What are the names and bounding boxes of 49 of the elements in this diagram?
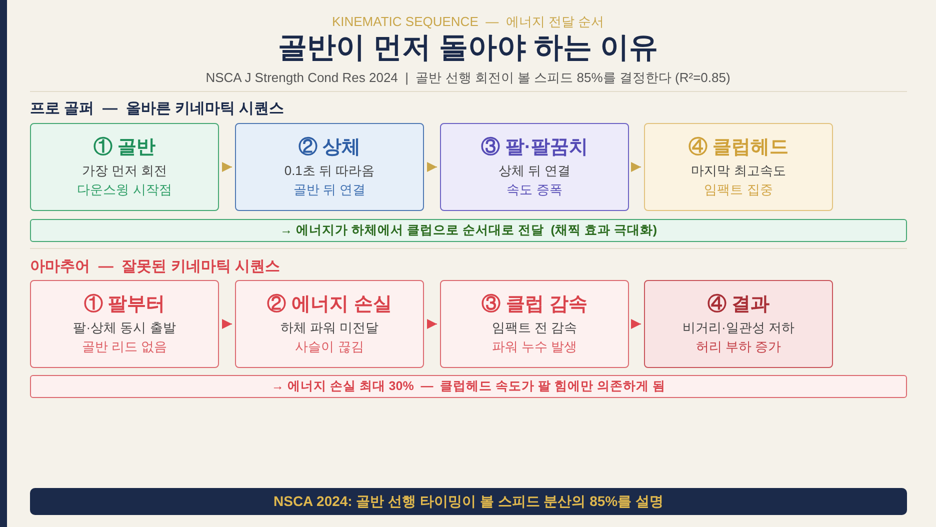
footer-banner xyxy=(30,488,907,515)
step-card xyxy=(440,123,629,211)
step-text: 골반 뒤 연결 xyxy=(293,181,366,199)
step-text: 하체 파워 미전달 xyxy=(280,319,379,337)
arrow xyxy=(426,162,438,172)
kicker-text: KINEMATIC SEQUENCE — 에너지 전달 순서 xyxy=(330,13,606,31)
step-title: ③ 팔·팔꿈치 xyxy=(481,136,588,160)
subtitle-text: NSCA J Strength Cond Res 2024 | 골반 선행 회전이 볼 스피드 85%를 결정한다 (R²=0.85) xyxy=(204,69,732,87)
step-text: 사슬이 끊김 xyxy=(295,338,364,356)
step-title: ② 상체 xyxy=(298,136,361,160)
section-heading: 프로 골퍼 — 올바른 키네마틱 시퀀스 xyxy=(30,99,284,119)
step-text: 임팩트 집중 xyxy=(704,181,773,199)
step-card xyxy=(235,280,424,368)
summary-text: NSCA 2024: 골반 선행 타이밍이 볼 스피드 분산의 85%를 설명 xyxy=(274,492,664,511)
step-card xyxy=(30,280,219,368)
step-text: 팔·상체 동시 출발 xyxy=(73,319,176,337)
step-title: ① 골반 xyxy=(93,136,156,160)
step-card xyxy=(235,123,424,211)
summary-text: → 에너지 손실 최대 30% — 클럽헤드 속도가 팔 힘에만 의존하게 됨 xyxy=(271,378,666,396)
step-card xyxy=(644,280,833,368)
arrow xyxy=(222,162,232,172)
title: 골반이 먼저 돌아야 하는 이유 xyxy=(276,31,660,66)
step-text: 0.1초 뒤 따라옴 xyxy=(284,162,375,180)
step-title: ② 에너지 손실 xyxy=(267,293,392,317)
step-text: 상체 뒤 연결 xyxy=(498,162,571,180)
summary-bar xyxy=(30,375,907,398)
step-title: ④ 결과 xyxy=(707,293,770,317)
step-card xyxy=(30,123,219,211)
step-text: 임팩트 전 감속 xyxy=(492,319,578,337)
arrow xyxy=(222,319,232,329)
arrow xyxy=(631,162,642,172)
step-card xyxy=(440,280,629,368)
summary-bar xyxy=(30,219,907,242)
step-text: 허리 부하 증가 xyxy=(696,338,782,356)
step-title: ③ 클럽 감속 xyxy=(482,293,588,317)
step-text: 골반 리드 없음 xyxy=(82,338,168,356)
arrow xyxy=(631,319,642,329)
step-card xyxy=(644,123,833,211)
step-text: 다운스윙 시작점 xyxy=(77,181,172,199)
step-title: ④ 클럽헤드 xyxy=(688,136,789,160)
step-text: 가장 먼저 회전 xyxy=(82,162,168,180)
step-text: 속도 증폭 xyxy=(506,181,562,199)
step-text: 마지막 최고속도 xyxy=(691,162,786,180)
arrow xyxy=(426,319,438,329)
step-text: 비거리·일관성 저하 xyxy=(682,319,794,337)
step-title: ① 팔부터 xyxy=(84,293,166,317)
step-text: 파워 누수 발생 xyxy=(492,338,578,356)
summary-text: → 에너지가 하체에서 클럽으로 순서대로 전달 (채찍 효과 극대화) xyxy=(280,222,658,240)
section-heading: 아마추어 — 잘못된 키네마틱 시퀀스 xyxy=(30,257,280,277)
